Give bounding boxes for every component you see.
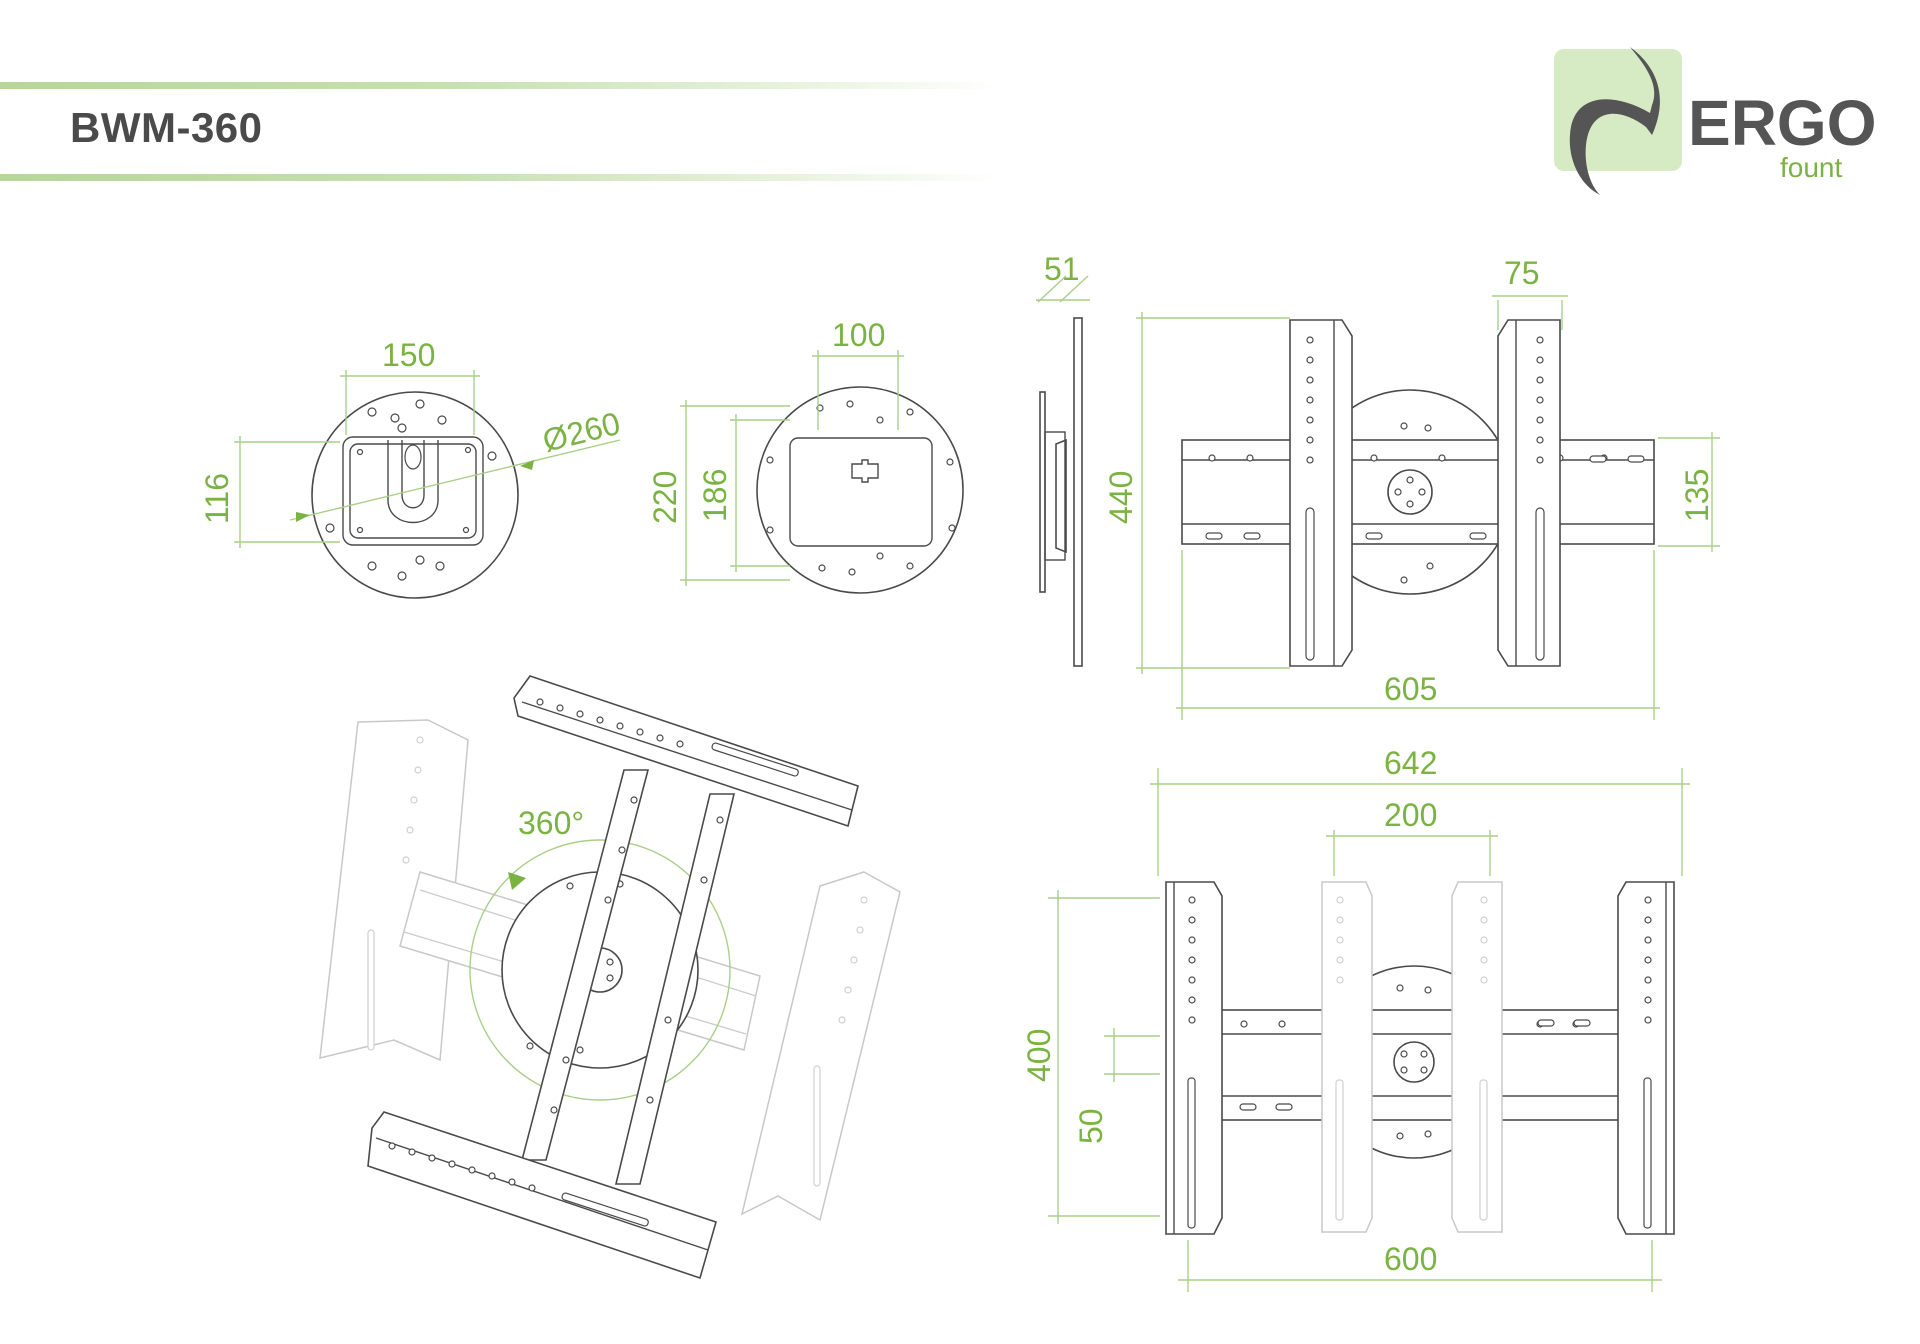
plate-view-100: 100 220 186 bbox=[647, 317, 964, 594]
dim-186: 186 bbox=[697, 469, 733, 522]
ergofount-logo: ERGO fount bbox=[1554, 47, 1876, 195]
plate-slot-hole bbox=[404, 444, 422, 470]
header-stripe-top bbox=[0, 82, 1000, 89]
rotation-arm-left bbox=[520, 769, 650, 1161]
rotation-top-rail bbox=[513, 675, 859, 828]
front-view-600: 642 200 400 50 600 bbox=[1021, 745, 1690, 1292]
dim-260: Ø260 bbox=[539, 405, 624, 459]
front-right-rail bbox=[1497, 319, 1561, 667]
rotation-bottom-rail bbox=[367, 1111, 717, 1280]
dim-100: 100 bbox=[832, 317, 885, 353]
front2-right-rail bbox=[1617, 881, 1675, 1235]
side-tv-plate bbox=[1039, 391, 1046, 593]
plate2-bolt-holes bbox=[766, 400, 956, 576]
side-profile-view: 51 bbox=[1036, 251, 1090, 667]
plate-bolt-holes bbox=[325, 399, 497, 581]
front2-ghost-rails bbox=[1321, 881, 1503, 1233]
side-wall-plate bbox=[1073, 317, 1083, 667]
plate-cutout-outer bbox=[342, 436, 484, 546]
dim-605: 605 bbox=[1384, 671, 1437, 707]
plate-cutout-inner bbox=[349, 443, 477, 539]
logo-ergo-text: ERGO bbox=[1688, 87, 1876, 159]
dim-400: 400 bbox=[1021, 1029, 1057, 1082]
page-header: BWM-360 bbox=[0, 0, 1000, 190]
plate2-frame bbox=[789, 437, 933, 547]
side-bracket bbox=[1044, 431, 1066, 561]
side-rotary-hub bbox=[1055, 438, 1067, 554]
dim-220: 220 bbox=[647, 471, 683, 524]
dim-600: 600 bbox=[1384, 1241, 1437, 1277]
front2-left-rail bbox=[1165, 881, 1223, 1235]
rotation-arm-right bbox=[614, 793, 736, 1185]
dim-135: 135 bbox=[1679, 469, 1715, 522]
plate-view-150: 150 116 Ø260 bbox=[199, 337, 624, 599]
plate2-keyhole bbox=[851, 459, 879, 483]
front-left-rail bbox=[1289, 319, 1353, 667]
plate-u-slot bbox=[387, 440, 439, 524]
logo-fount-text: fount bbox=[1780, 152, 1842, 183]
dim-200: 200 bbox=[1384, 797, 1437, 833]
rotation-arc bbox=[469, 839, 731, 1101]
dim-51: 51 bbox=[1044, 251, 1080, 287]
dim-360: 360° bbox=[518, 805, 584, 841]
front2-center-hub bbox=[1393, 1041, 1435, 1083]
dim-440: 440 bbox=[1103, 471, 1139, 524]
dim-150: 150 bbox=[382, 337, 435, 373]
rotation-arrow bbox=[508, 872, 526, 890]
product-title: BWM-360 bbox=[70, 104, 263, 151]
front-center-hub bbox=[1387, 469, 1433, 515]
logo-figure bbox=[1569, 47, 1660, 195]
dim-50: 50 bbox=[1073, 1108, 1109, 1144]
dim-116: 116 bbox=[199, 473, 235, 524]
rotation-view: 360° bbox=[319, 675, 901, 1280]
header-stripe-bottom bbox=[0, 174, 1000, 181]
dim-75: 75 bbox=[1504, 255, 1540, 291]
front-view-605: 440 75 135 605 bbox=[1103, 255, 1720, 720]
dim-642: 642 bbox=[1384, 745, 1437, 781]
